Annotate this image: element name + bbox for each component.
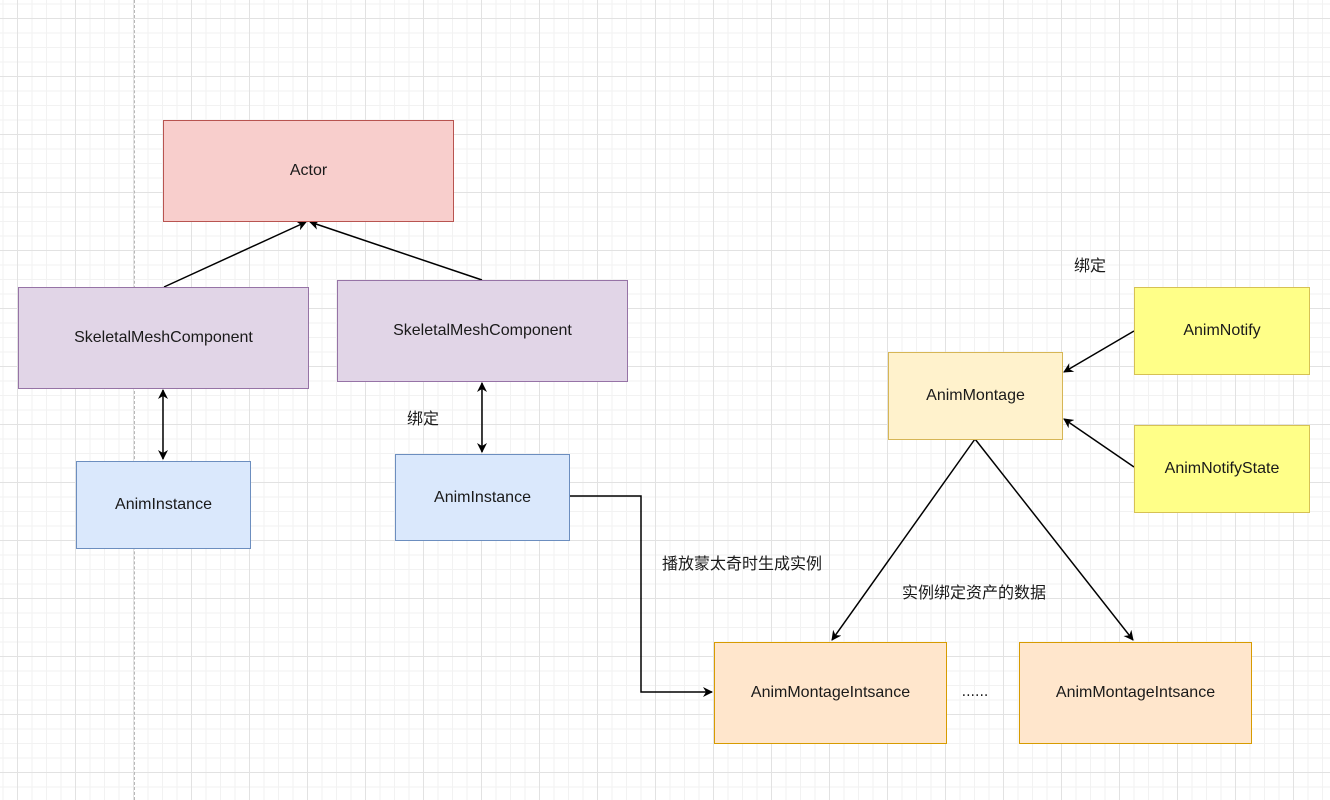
actor-label: Actor — [289, 162, 328, 179]
actor-node[interactable]: Actor — [163, 120, 454, 222]
edge-smc-right-to-actor[interactable] — [309, 220, 483, 281]
anim-montage-label: AnimMontage — [926, 387, 1025, 404]
skeletal-mesh-component-right-node[interactable]: SkeletalMeshComponent — [337, 280, 628, 382]
anim-notify-label: AnimNotify — [1183, 322, 1261, 339]
edge-smc-left-to-actor[interactable] — [163, 221, 307, 288]
ellipsis-label[interactable]: ...... — [961, 684, 989, 700]
anim-montage-instance-1-label: AnimMontageIntsance — [750, 684, 911, 701]
anim-instance-left-node[interactable]: AnimInstance — [76, 461, 251, 549]
instance-binds-data-label[interactable]: 实例绑定资产的数据 — [901, 583, 1047, 602]
anim-notify-node[interactable]: AnimNotify — [1134, 287, 1310, 375]
anim-instance-right-node[interactable]: AnimInstance — [395, 454, 570, 541]
skeletal-mesh-component-left-node[interactable]: SkeletalMeshComponent — [18, 287, 309, 389]
play-montage-label[interactable]: 播放蒙太奇时生成实例 — [661, 554, 823, 573]
anim-montage-instance-1-node[interactable]: AnimMontageIntsance — [714, 642, 947, 744]
anim-montage-node[interactable]: AnimMontage — [888, 352, 1063, 440]
anim-instance-right-label: AnimInstance — [434, 488, 531, 506]
edge-anim-instance-to-montage-instance[interactable] — [569, 495, 713, 697]
anim-montage-instance-2-node[interactable]: AnimMontageIntsance — [1019, 642, 1252, 744]
edge-montage-to-instance-1[interactable] — [831, 438, 976, 641]
bind-label-left[interactable]: 绑定 — [406, 409, 440, 428]
edge-anim-notify-state-to-montage[interactable] — [1063, 418, 1135, 468]
anim-notify-state-node[interactable]: AnimNotifyState — [1134, 425, 1310, 513]
anim-montage-instance-2-label: AnimMontageIntsance — [1055, 684, 1216, 701]
page-boundary-guide — [134, 0, 135, 800]
edge-anim-notify-to-montage[interactable] — [1063, 330, 1135, 373]
edge-montage-to-instance-2[interactable] — [974, 438, 1134, 641]
skeletal-mesh-component-left-label: SkeletalMeshComponent — [74, 329, 253, 346]
anim-notify-state-label: AnimNotifyState — [1164, 460, 1280, 477]
bind-label-right[interactable]: 绑定 — [1073, 256, 1107, 275]
anim-instance-left-label: AnimInstance — [115, 496, 212, 513]
skeletal-mesh-component-right-label: SkeletalMeshComponent — [393, 322, 572, 339]
